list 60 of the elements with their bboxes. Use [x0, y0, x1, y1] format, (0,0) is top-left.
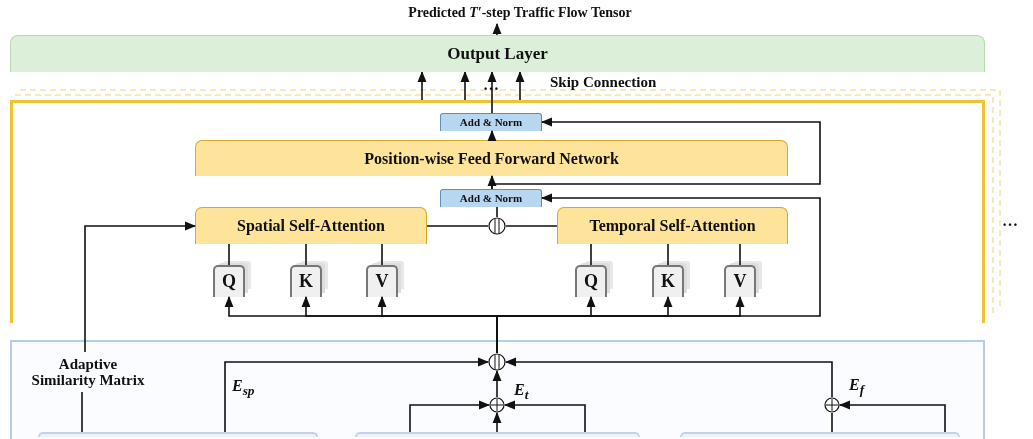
- arrow: [492, 369, 502, 398]
- arrow: [492, 22, 502, 36]
- arrow: [492, 411, 502, 433]
- input-box: [680, 432, 960, 437]
- arrow: [84, 221, 197, 353]
- output-layer-box: [10, 35, 985, 72]
- arrow: [504, 357, 833, 398]
- matrix-label: Adaptive Similarity Matrix: [30, 355, 146, 389]
- input-box: [38, 432, 318, 437]
- concat-symbol: [488, 353, 506, 371]
- attention-box: [195, 207, 427, 244]
- add-norm-box: [440, 189, 542, 207]
- attention-box: [557, 207, 788, 244]
- matrix-letter: V: [375, 272, 389, 292]
- concat-symbol: [488, 217, 506, 235]
- edge-label: E$_{t}$: [514, 382, 529, 402]
- skip-connection-label: Skip Connection: [550, 74, 657, 91]
- matrix-letter: Q: [222, 272, 236, 292]
- matrix-letter: Q: [584, 272, 598, 292]
- box-label: Temporal Self-Attention: [589, 217, 756, 235]
- edge-label: E$_{f}$: [849, 377, 865, 397]
- connector-line: [831, 412, 833, 433]
- connector-line: [228, 243, 230, 266]
- edge-label: E$_{sp}$: [232, 378, 255, 398]
- add-symbol: [489, 397, 505, 413]
- box-label: Add & Norm: [459, 116, 523, 129]
- connector-line: [505, 225, 558, 227]
- arrow: [503, 400, 586, 433]
- connector-line: [426, 225, 489, 227]
- connector-line: [739, 243, 741, 266]
- arrow: [487, 70, 497, 114]
- layer-title: Output Layer: [447, 44, 548, 64]
- connector-line: [667, 243, 669, 266]
- arrow: [409, 400, 491, 433]
- add-norm-box: [440, 113, 542, 131]
- embedding-panel: [10, 340, 985, 439]
- matrix-letter: K: [661, 272, 675, 292]
- ellipsis-label: …: [483, 76, 499, 94]
- feed-forward-box: [195, 140, 788, 176]
- input-box: [355, 432, 640, 437]
- arrow: [487, 129, 497, 142]
- connector-line: [496, 206, 498, 218]
- box-label: Spatial Self-Attention: [237, 217, 385, 235]
- ellipsis-label: …: [1002, 212, 1018, 230]
- matrix-letter: K: [299, 272, 313, 292]
- arrow: [224, 357, 490, 433]
- matrix-letter: V: [733, 272, 747, 292]
- add-symbol: [824, 397, 840, 413]
- box-label: Add & Norm: [459, 192, 523, 205]
- arrow: [838, 400, 946, 433]
- box-label: Position-wise Feed Forward Network: [364, 149, 619, 168]
- connector-line: [305, 243, 307, 266]
- arrow: [491, 117, 821, 190]
- output-caption: Predicted T′-step Traffic Flow Tensor: [408, 5, 632, 21]
- arrow: [515, 70, 525, 101]
- connector-line: [81, 391, 83, 433]
- arrow: [417, 70, 427, 101]
- arrow: [460, 70, 470, 101]
- connector-line: [590, 243, 592, 266]
- connector-line: [381, 243, 383, 266]
